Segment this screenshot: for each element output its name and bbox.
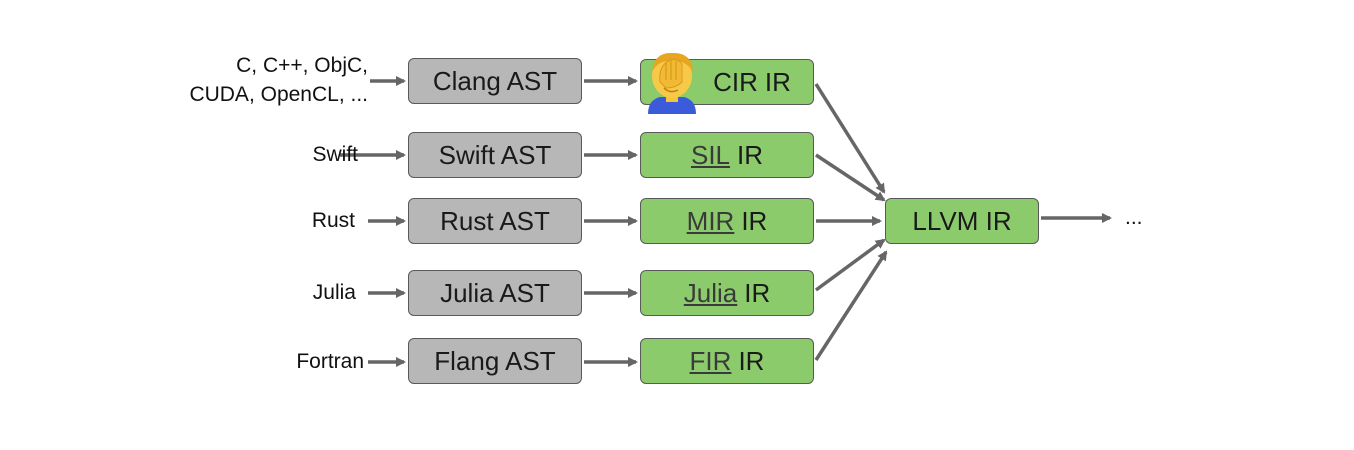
input-language-label: Julia bbox=[312, 281, 356, 304]
ir-to-llvm-arrow bbox=[814, 238, 886, 292]
julia-ir-node: Julia IR bbox=[640, 270, 814, 316]
ir-name-link[interactable]: MIR bbox=[686, 205, 735, 236]
rust-ast-node: Rust AST bbox=[408, 198, 582, 244]
ir-suffix: IR bbox=[741, 205, 768, 236]
swift-ast-node: Swift AST bbox=[408, 132, 582, 178]
ir-suffix: IR bbox=[738, 345, 765, 376]
ir-suffix: IR bbox=[764, 66, 791, 97]
ir-name: CIR bbox=[713, 66, 758, 97]
ir-to-llvm-arrow bbox=[815, 153, 886, 202]
ir-suffix: IR bbox=[737, 139, 764, 170]
face-palm-emoji-icon bbox=[648, 52, 696, 114]
sil-ir-node: SIL IR bbox=[640, 132, 814, 178]
ir-suffix: IR bbox=[744, 277, 771, 308]
ir-name-link[interactable]: FIR bbox=[689, 345, 732, 376]
llvm-ir-node: LLVM IR bbox=[885, 198, 1039, 244]
output-ellipsis: ... bbox=[1125, 206, 1143, 229]
ir-name-link[interactable]: SIL bbox=[690, 139, 731, 170]
fir-ir-node: FIR IR bbox=[640, 338, 814, 384]
input-language-label: C, C++, ObjC, CUDA, OpenCL, ... bbox=[189, 54, 368, 106]
clang-ast-node: Clang AST bbox=[408, 58, 582, 104]
input-language-label: Rust bbox=[311, 209, 355, 232]
input-language-label: Fortran bbox=[296, 350, 364, 373]
mir-ir-node: MIR IR bbox=[640, 198, 814, 244]
arrows-layer bbox=[340, 76, 1112, 367]
flang-ast-node: Flang AST bbox=[408, 338, 582, 384]
ir-to-llvm-arrow bbox=[814, 83, 886, 194]
ir-to-llvm-arrow bbox=[814, 250, 888, 361]
julia-ast-node: Julia AST bbox=[408, 270, 582, 316]
input-language-label: Swift bbox=[312, 143, 358, 166]
ir-name-link[interactable]: Julia bbox=[683, 277, 738, 308]
